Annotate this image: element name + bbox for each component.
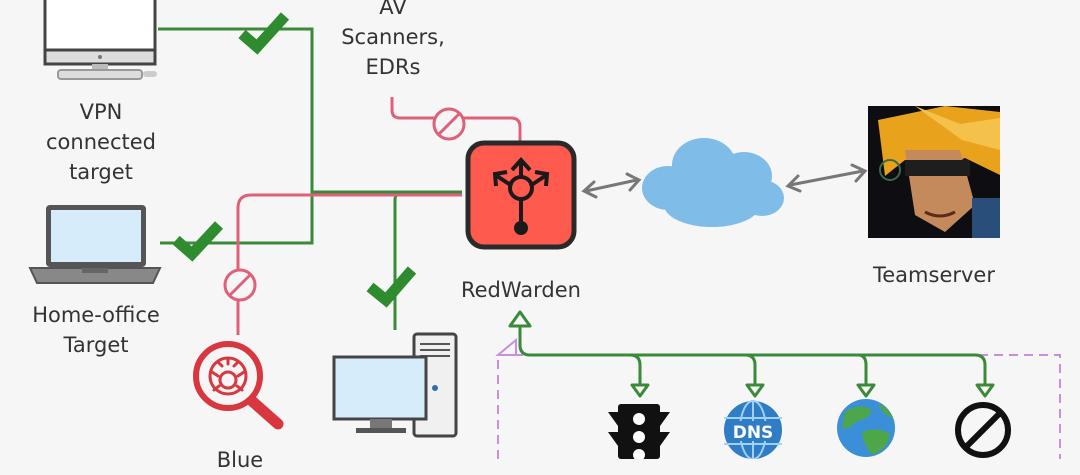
arrow-down-icon [975,383,995,398]
check-mark-icon [238,12,290,55]
teamserver-label: Teamserver [873,263,995,287]
block-sign-icon [223,268,257,302]
dns-label: DNS [733,423,774,443]
redwarden-cloud-link [581,172,642,199]
check-mark-icon [366,266,417,308]
blue-team-magnifier-icon [193,341,284,430]
allowed-checks [172,12,417,308]
block-signs [223,107,466,302]
vpn-target-link [158,27,462,194]
vpn-target-computer-icon [43,0,157,80]
home-office-link [160,192,314,245]
policy-dashed-box [495,337,1061,459]
arrow-down-icon [856,383,876,398]
network-diagram: DNS [28,0,1061,459]
cloud-teamserver-link [785,163,868,193]
arrow-down-icon [630,383,650,398]
policy-arrowheads [508,310,995,398]
policy-branches [518,325,987,387]
arrow-up-icon [508,310,532,328]
vpn-target-label: VPN connected target [46,100,156,184]
blue-team-link [236,193,462,335]
blue-team-label: Blue [216,448,264,472]
workstation-link [393,190,404,330]
block-all-icon [955,402,1011,458]
traffic-light-icon [608,404,670,459]
arrow-down-icon [745,383,765,398]
check-mark-icon [172,221,224,262]
dns-globe-icon [724,400,782,459]
redwarden-label: RedWarden [460,278,581,302]
home-office-label: Home-office Target [32,303,160,357]
teamserver-avatar-icon [868,106,1000,238]
home-office-laptop-icon [28,205,162,284]
redwarden-node-icon [465,140,577,250]
workstation-computer-icon [332,332,458,438]
block-sign-icon [432,107,466,141]
av-scanners-label: AV Scanners, EDRs [341,0,445,79]
cloud-icon [642,138,784,227]
earth-globe-icon [837,399,895,457]
